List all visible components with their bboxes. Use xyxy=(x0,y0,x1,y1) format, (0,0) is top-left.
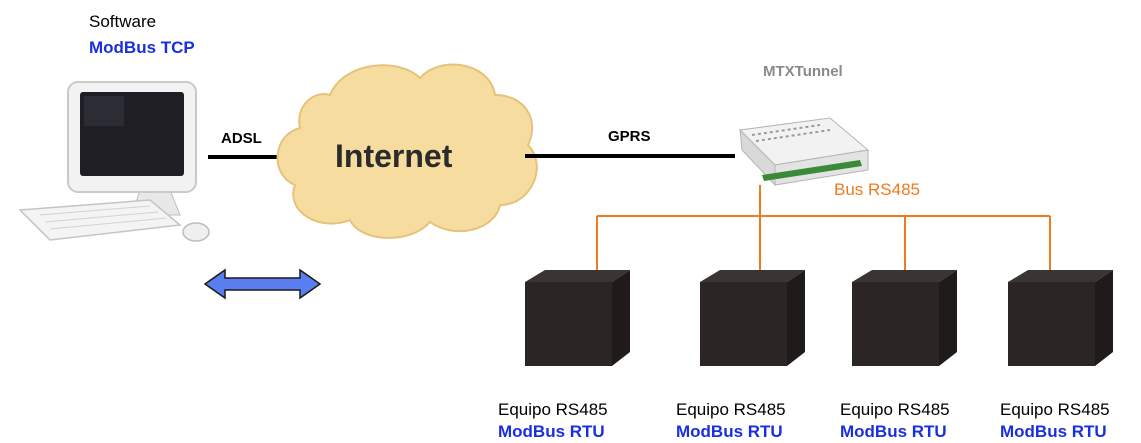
bus-label: Bus RS485 xyxy=(834,180,920,199)
device-cube-4 xyxy=(1008,270,1113,366)
device-1-protocol: ModBus RTU xyxy=(498,422,605,441)
device-1-name: Equipo RS485 xyxy=(498,400,608,419)
device-cube-1 xyxy=(525,270,630,366)
double-arrow-icon xyxy=(203,268,322,300)
internet-cloud xyxy=(276,63,538,239)
gateway-name: MTXTunnel xyxy=(763,63,843,80)
device-2-name: Equipo RS485 xyxy=(676,400,786,419)
adsl-label: ADSL xyxy=(221,130,262,147)
device-4-name: Equipo RS485 xyxy=(1000,400,1110,419)
software-title: Software xyxy=(89,12,157,31)
device-3-name: Equipo RS485 xyxy=(840,400,950,419)
modem-icon xyxy=(738,117,870,187)
device-3-protocol: ModBus RTU xyxy=(840,422,947,441)
device-4-protocol: ModBus RTU xyxy=(1000,422,1107,441)
device-cube-3 xyxy=(852,270,957,366)
device-2-protocol: ModBus RTU xyxy=(676,422,783,441)
internet-label: Internet xyxy=(335,138,453,174)
computer-icon xyxy=(18,81,210,242)
device-cube-2 xyxy=(700,270,805,366)
gprs-label: GPRS xyxy=(608,128,651,145)
software-protocol: ModBus TCP xyxy=(89,38,195,57)
rs485-bus xyxy=(596,185,1051,270)
